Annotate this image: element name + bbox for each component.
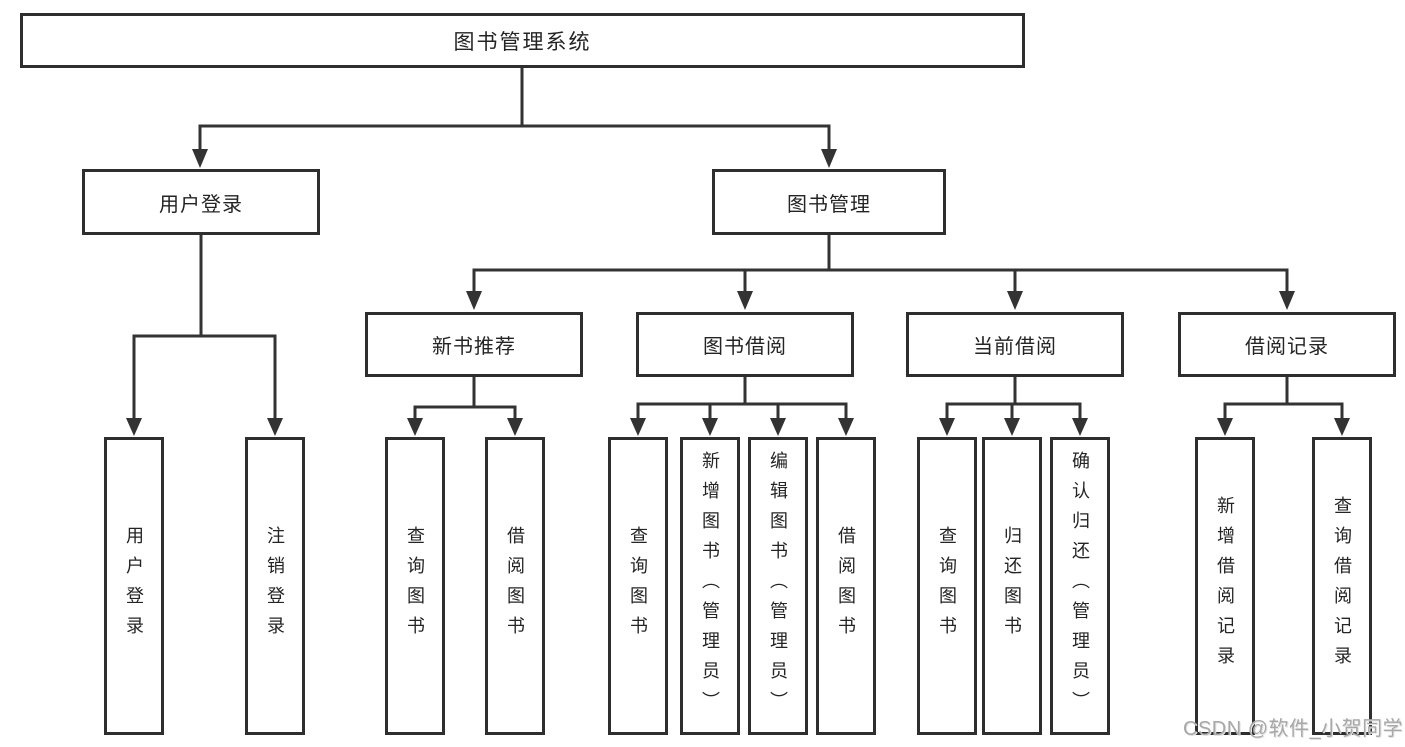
leaf-user-login-label: 用户登录 — [124, 526, 144, 646]
node-book-management-label: 图书管理 — [787, 193, 871, 216]
node-user-login: 用户登录 — [82, 169, 320, 235]
leaf-query-book-2-label: 查询图书 — [628, 526, 648, 646]
leaf-logout-label: 注销登录 — [265, 526, 285, 646]
node-user-login-label: 用户登录 — [159, 193, 243, 216]
leaf-logout: 注销登录 — [245, 437, 305, 735]
leaf-borrow-book-1-label: 借阅图书 — [505, 526, 525, 646]
leaf-query-book-3-label: 查询图书 — [937, 526, 957, 646]
node-library-system: 图书管理系统 — [20, 13, 1025, 68]
leaf-query-borrow-record: 查询借阅记录 — [1312, 437, 1372, 735]
leaf-borrow-book-2: 借阅图书 — [816, 437, 876, 735]
node-book-borrowing-label: 图书借阅 — [703, 336, 787, 358]
leaf-add-borrow-record-label: 新增借阅记录 — [1215, 496, 1235, 676]
leaf-confirm-return-admin: 确认归还（管理员） — [1050, 437, 1110, 735]
leaf-borrow-book-1: 借阅图书 — [485, 437, 545, 735]
leaf-query-book-2: 查询图书 — [608, 437, 668, 735]
node-current-borrowing: 当前借阅 — [906, 312, 1124, 377]
node-current-borrowing-label: 当前借阅 — [973, 336, 1057, 358]
leaf-confirm-return-admin-label: 确认归还（管理员） — [1070, 451, 1090, 721]
leaf-user-login: 用户登录 — [104, 437, 164, 735]
node-new-book-recommend: 新书推荐 — [365, 312, 583, 377]
node-book-management: 图书管理 — [712, 169, 946, 235]
leaf-borrow-book-2-label: 借阅图书 — [836, 526, 856, 646]
csdn-watermark: CSDN @软件_小贺同学 — [1183, 718, 1404, 740]
leaf-query-borrow-record-label: 查询借阅记录 — [1332, 496, 1352, 676]
leaf-query-book-3: 查询图书 — [917, 437, 977, 735]
leaf-return-book: 归还图书 — [982, 437, 1042, 735]
leaf-query-book-1-label: 查询图书 — [405, 526, 425, 646]
leaf-return-book-label: 归还图书 — [1002, 526, 1022, 646]
leaf-add-book-admin-label: 新增图书（管理员） — [700, 451, 720, 721]
leaf-edit-book-admin: 编辑图书（管理员） — [748, 437, 808, 735]
node-book-borrowing: 图书借阅 — [636, 312, 854, 377]
node-borrowing-records: 借阅记录 — [1178, 312, 1396, 377]
node-library-system-label: 图书管理系统 — [453, 30, 592, 54]
leaf-add-borrow-record: 新增借阅记录 — [1195, 437, 1255, 735]
leaf-edit-book-admin-label: 编辑图书（管理员） — [768, 451, 788, 721]
node-borrowing-records-label: 借阅记录 — [1245, 336, 1329, 358]
leaf-add-book-admin: 新增图书（管理员） — [680, 437, 740, 735]
node-new-book-recommend-label: 新书推荐 — [432, 336, 516, 358]
leaf-query-book-1: 查询图书 — [385, 437, 445, 735]
